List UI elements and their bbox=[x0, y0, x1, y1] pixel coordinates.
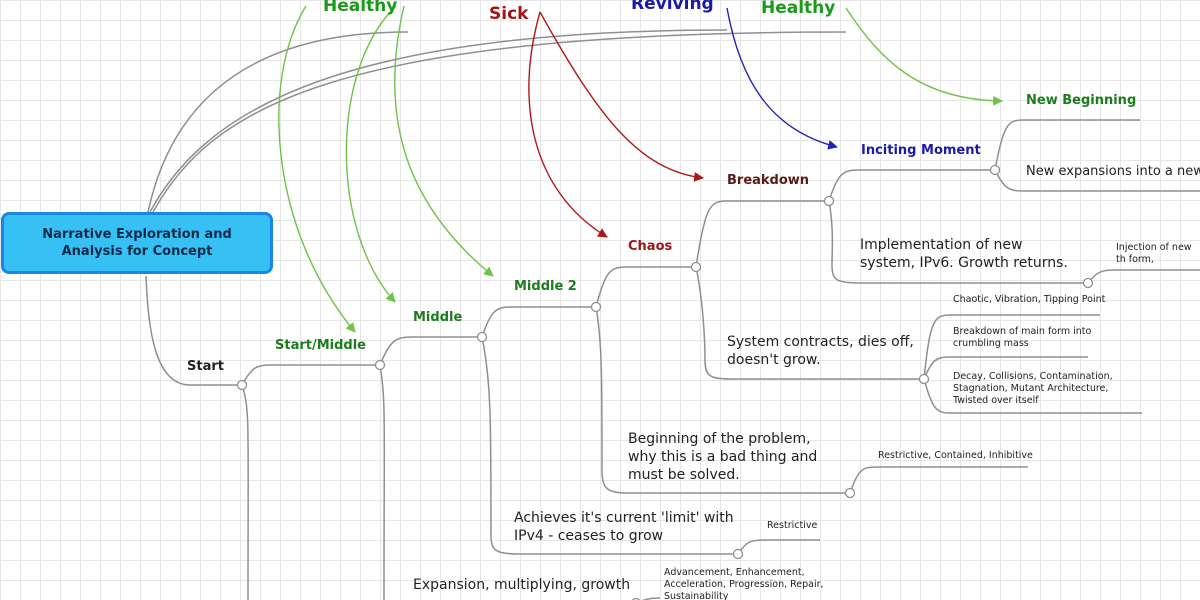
healthy-arrows bbox=[278, 5, 1003, 333]
node-middle-2[interactable]: Middle 2 bbox=[514, 279, 577, 294]
node-start-middle[interactable]: Start/Middle bbox=[275, 338, 366, 353]
tree-lines bbox=[145, 29, 1200, 600]
node-achieves-limit[interactable]: Achieves it's current 'limit' with IPv4 … bbox=[514, 510, 734, 544]
state-label-healthy-2: Healthy bbox=[761, 0, 836, 18]
node-beginning-problem[interactable]: Beginning of the problem, why this is a … bbox=[628, 431, 818, 483]
node-chaotic[interactable]: Chaotic, Vibration, Tipping Point bbox=[953, 294, 1106, 305]
node-advancement[interactable]: Advancement, Enhancement, Acceleration, … bbox=[664, 567, 824, 600]
node-chaos[interactable]: Chaos bbox=[628, 239, 673, 254]
state-label-reviving: Reviving bbox=[631, 0, 714, 14]
node-new-expansions[interactable]: New expansions into a new bbox=[1026, 164, 1200, 179]
root-node[interactable]: Narrative Exploration and Analysis for C… bbox=[1, 212, 273, 274]
branch-nodes bbox=[236, 164, 1094, 600]
node-injection[interactable]: Injection of new th form, refreshed and bbox=[1116, 242, 1192, 265]
node-expansion[interactable]: Expansion, multiplying, growth bbox=[413, 577, 631, 593]
node-new-beginning[interactable]: New Beginning bbox=[1026, 93, 1137, 108]
node-implementation[interactable]: Implementation of new system, IPv6. Grow… bbox=[860, 237, 1068, 271]
reviving-arrow bbox=[726, 7, 838, 150]
state-label-healthy: Healthy bbox=[323, 0, 398, 16]
node-restrictive[interactable]: Restrictive bbox=[767, 520, 818, 531]
node-breakdown-main[interactable]: Breakdown of main form into crumbling ma… bbox=[953, 326, 1092, 349]
node-inciting-moment[interactable]: Inciting Moment bbox=[861, 143, 981, 158]
state-label-sick: Sick bbox=[489, 4, 529, 24]
node-decay[interactable]: Decay, Collisions, Contamination, Stagna… bbox=[953, 371, 1113, 406]
node-restrictive-contained[interactable]: Restrictive, Contained, Inhibitive bbox=[878, 450, 1033, 461]
node-middle[interactable]: Middle bbox=[413, 310, 463, 325]
node-contracts[interactable]: System contracts, dies off, doesn't grow… bbox=[727, 334, 914, 368]
node-breakdown[interactable]: Breakdown bbox=[727, 173, 810, 188]
sick-arrows bbox=[528, 11, 704, 238]
node-start[interactable]: Start bbox=[187, 359, 224, 374]
